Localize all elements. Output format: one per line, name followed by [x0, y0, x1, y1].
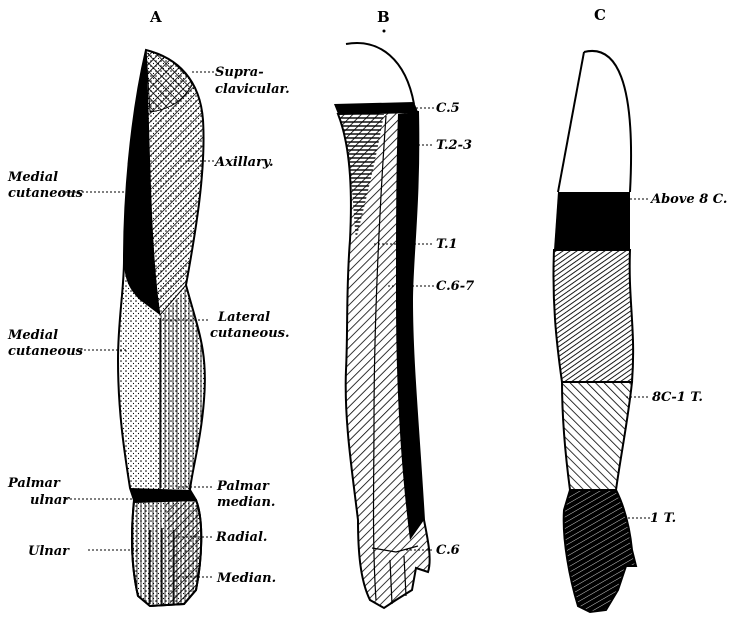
label-c6-7: C.6-7: [436, 279, 474, 294]
label-c5: C.5: [436, 101, 460, 116]
label-palmar-ulnar-2: ulnar: [30, 493, 70, 508]
label-lateral-cutaneous-1: Lateral: [217, 310, 270, 325]
label-medial-cutaneous-lower-2: cutaneous: [8, 344, 84, 359]
label-t2-3: T.2-3: [436, 138, 472, 153]
label-medial-cutaneous-lower-1: Medial: [7, 328, 58, 343]
8c-1t-zone: [562, 382, 632, 490]
label-8c-1t: 8C-1 T.: [652, 390, 703, 405]
label-radial: Radial.: [215, 530, 267, 545]
label-supraclavicular-1: Supra-: [215, 65, 264, 80]
panel-a-letter: A: [149, 8, 162, 26]
panel-a: A Supra- clavicular. Axillary.: [7, 8, 290, 606]
above-8c-zone: [554, 192, 630, 250]
panel-c: C Above 8 C. 8C-1 T. 1 T.: [553, 6, 727, 612]
label-palmar-ulnar-1: Palmar: [7, 476, 61, 491]
label-palmar-median-1: Palmar: [216, 479, 270, 494]
shoulder-b-outline: [346, 43, 414, 104]
radial-hand-zone: [166, 500, 201, 604]
shoulder-c-outline: [584, 51, 631, 192]
1t-hand-zone: [564, 490, 636, 612]
label-lateral-cutaneous-2: cutaneous.: [210, 326, 290, 341]
label-t1: T.1: [436, 237, 458, 252]
8c-upper-zone: [553, 250, 633, 382]
lateral-cutaneous-zone: [160, 288, 205, 490]
label-c6: C.6: [436, 543, 460, 558]
label-median: Median.: [216, 571, 276, 586]
label-above-8c: Above 8 C.: [649, 192, 727, 207]
label-supraclavicular-2: clavicular.: [215, 82, 290, 97]
label-ulnar: Ulnar: [28, 544, 70, 559]
panel-c-letter: C: [594, 6, 606, 24]
label-palmar-median-2: median.: [217, 495, 275, 510]
panel-b-letter: B: [377, 8, 390, 26]
label-medial-cutaneous-upper-1: Medial: [7, 170, 58, 185]
label-1t: 1 T.: [650, 511, 676, 526]
panel-b: B C.5 T.2-3 T.1 C.6-7 C.6: [334, 8, 474, 608]
label-medial-cutaneous-upper-2: cutaneous: [8, 186, 84, 201]
label-axillary: Axillary.: [213, 155, 274, 170]
